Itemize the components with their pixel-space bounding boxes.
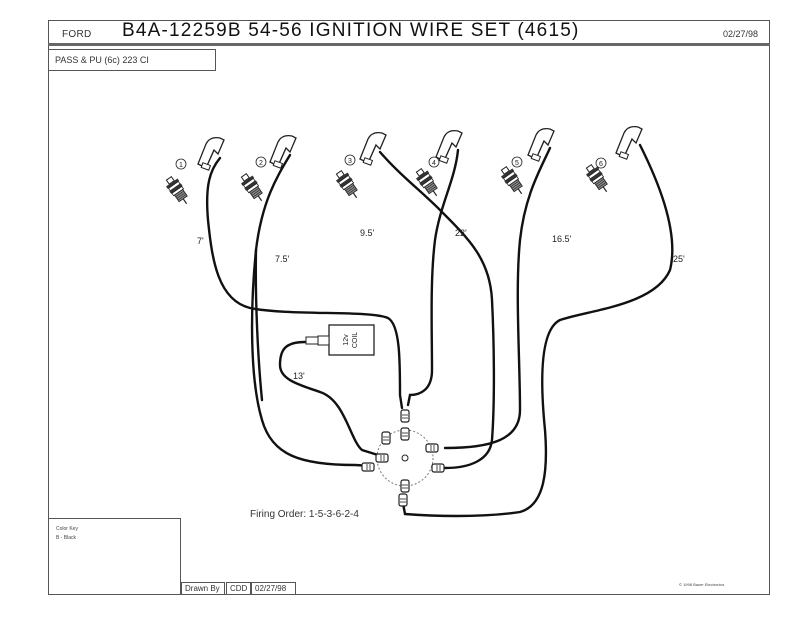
wire-loop <box>254 248 264 402</box>
brand-label: FORD <box>62 29 92 40</box>
wire-3 <box>378 150 496 470</box>
wire-5 <box>443 146 552 450</box>
wire-coil <box>278 340 380 457</box>
wire-length-1: 7' <box>197 236 204 246</box>
coil-label-voltage: 12v <box>343 334 350 346</box>
color-key-title: Color Key <box>56 526 78 532</box>
part-title: B4A-12259B 54-56 IGNITION WIRE SET (4615… <box>122 20 580 41</box>
plug-number-5: 5 <box>515 160 519 167</box>
distributor-cap <box>361 409 445 507</box>
coil: 12v COIL <box>305 324 375 356</box>
drawn-by-initials: CDD <box>226 582 251 595</box>
drawing-frame <box>48 20 770 595</box>
wire-length-4: 22' <box>455 228 467 238</box>
wire-length-3: 9.5' <box>360 228 375 238</box>
drawn-date: 02/27/98 <box>251 582 296 595</box>
copyright-notice: © 1998 Bauer Electronics <box>679 582 725 587</box>
color-key-value: B - Black <box>56 535 77 541</box>
header-date: 02/27/98 <box>722 29 758 39</box>
color-key-box: Color Key B - Black <box>48 518 181 595</box>
coil-label-name: COIL <box>352 332 359 348</box>
plug-number-2: 2 <box>259 160 263 167</box>
plug-number-3: 3 <box>348 158 352 165</box>
plug-number-1: 1 <box>179 162 183 169</box>
wire-6 <box>400 143 674 518</box>
wire-length-5: 16.5' <box>552 234 572 244</box>
plug-numbers: 1 2 3 4 5 6 <box>175 154 607 170</box>
plug-number-4: 4 <box>432 160 436 167</box>
firing-order: Firing Order: 1-5-3-6-2-4 <box>250 509 359 520</box>
wire-length-6: 25' <box>673 254 685 264</box>
drawn-by-label: Drawn By <box>181 582 225 595</box>
title-rule <box>48 43 770 46</box>
spark-plugs <box>162 161 613 209</box>
wire-length-2: 7.5' <box>275 254 290 264</box>
title-bar: FORD B4A-12259B 54-56 IGNITION WIRE SET … <box>48 20 770 46</box>
plug-number-6: 6 <box>599 161 603 168</box>
wire-length-labels: 7' 7.5' 9.5' 22' 16.5' 25' 13' <box>197 228 685 381</box>
wires <box>205 143 674 518</box>
application-label: PASS & PU (6c) 223 CI <box>55 55 149 65</box>
wire-4 <box>406 148 460 407</box>
application-box: PASS & PU (6c) 223 CI <box>48 49 216 71</box>
wire-2 <box>250 153 374 468</box>
coil-wire-length: 13' <box>293 371 305 381</box>
